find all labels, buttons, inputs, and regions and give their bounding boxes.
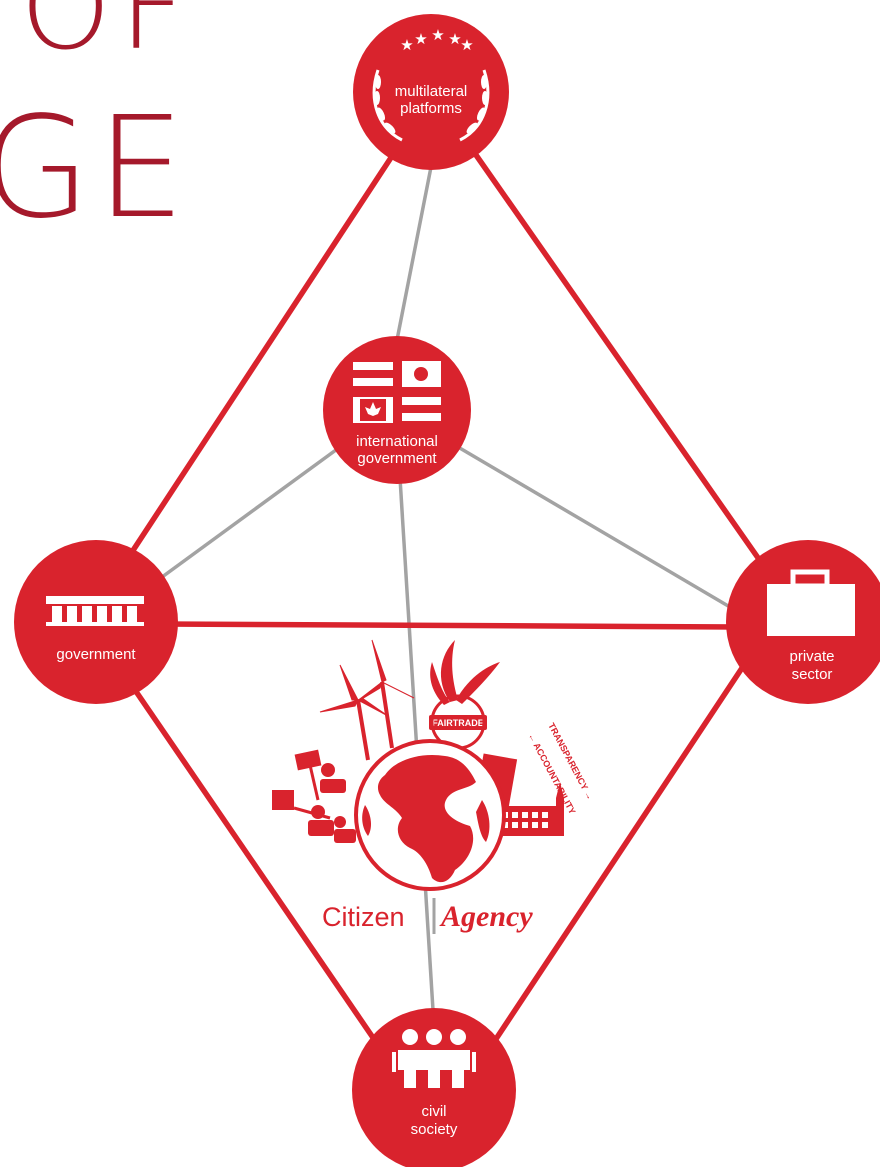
node-international-government[interactable]: international government xyxy=(323,336,471,484)
multilateral-label-line1: multilateral xyxy=(395,83,468,100)
international-label-line1: international xyxy=(356,433,438,450)
civil-label-line1: civil xyxy=(422,1103,447,1120)
node-multilateral-platforms[interactable]: ★ ★ ★ ★ ★ multilateral platforms xyxy=(353,14,509,170)
title-fragment-line1: OF xyxy=(20,0,194,76)
svg-text:★: ★ xyxy=(431,27,444,44)
node-civil-society[interactable]: civil society xyxy=(352,1008,516,1167)
private-label-line2: sector xyxy=(792,666,833,683)
line-government-civil xyxy=(132,688,381,1047)
line-international-government xyxy=(156,445,342,582)
globe-icon xyxy=(354,739,506,891)
government-label: government xyxy=(56,646,136,663)
svg-text:★: ★ xyxy=(448,31,461,48)
line-international-private xyxy=(457,445,736,612)
laurel-stars-icon: ★ ★ ★ ★ ★ xyxy=(372,27,490,142)
accountability-arc-text: ← ACCOUNTABILITY xyxy=(526,731,577,816)
multilateral-label-line2: platforms xyxy=(400,100,462,117)
line-multilateral-international xyxy=(394,161,434,346)
civil-label-line2: society xyxy=(411,1121,458,1138)
red-connectors xyxy=(127,148,773,1047)
building-columns-icon xyxy=(46,596,144,626)
private-label-line1: private xyxy=(789,648,834,665)
line-multilateral-government xyxy=(127,148,399,557)
line-government-private xyxy=(159,621,741,630)
briefcase-icon xyxy=(767,569,855,636)
node-private-sector[interactable]: private sector xyxy=(726,540,880,704)
flags-icon xyxy=(353,361,441,423)
node-government[interactable]: government xyxy=(14,540,178,704)
line-private-civil xyxy=(489,666,745,1047)
svg-text:★: ★ xyxy=(414,31,427,48)
international-label-line2: government xyxy=(357,450,437,467)
title-fragment-line2: GE xyxy=(0,87,191,250)
citizen-label: Citizen xyxy=(322,902,405,932)
citizen-agency-illustration: FAIRTRADE TRANSPARENCY → ← ACCOUNTABILIT… xyxy=(272,639,595,934)
svg-text:★: ★ xyxy=(400,37,413,54)
citizen-agency-label: Citizen Agency xyxy=(322,898,533,934)
agency-label: Agency xyxy=(439,900,533,933)
line-multilateral-private xyxy=(473,153,773,577)
windmill-icon xyxy=(319,639,415,761)
transparency-arc-text: TRANSPARENCY → xyxy=(546,721,595,801)
fairtrade-badge-icon: FAIRTRADE xyxy=(429,640,500,750)
fairtrade-badge-text: FAIRTRADE xyxy=(432,718,484,728)
svg-text:★: ★ xyxy=(460,37,473,54)
protesters-icon xyxy=(272,749,356,843)
people-icon xyxy=(392,1029,476,1088)
